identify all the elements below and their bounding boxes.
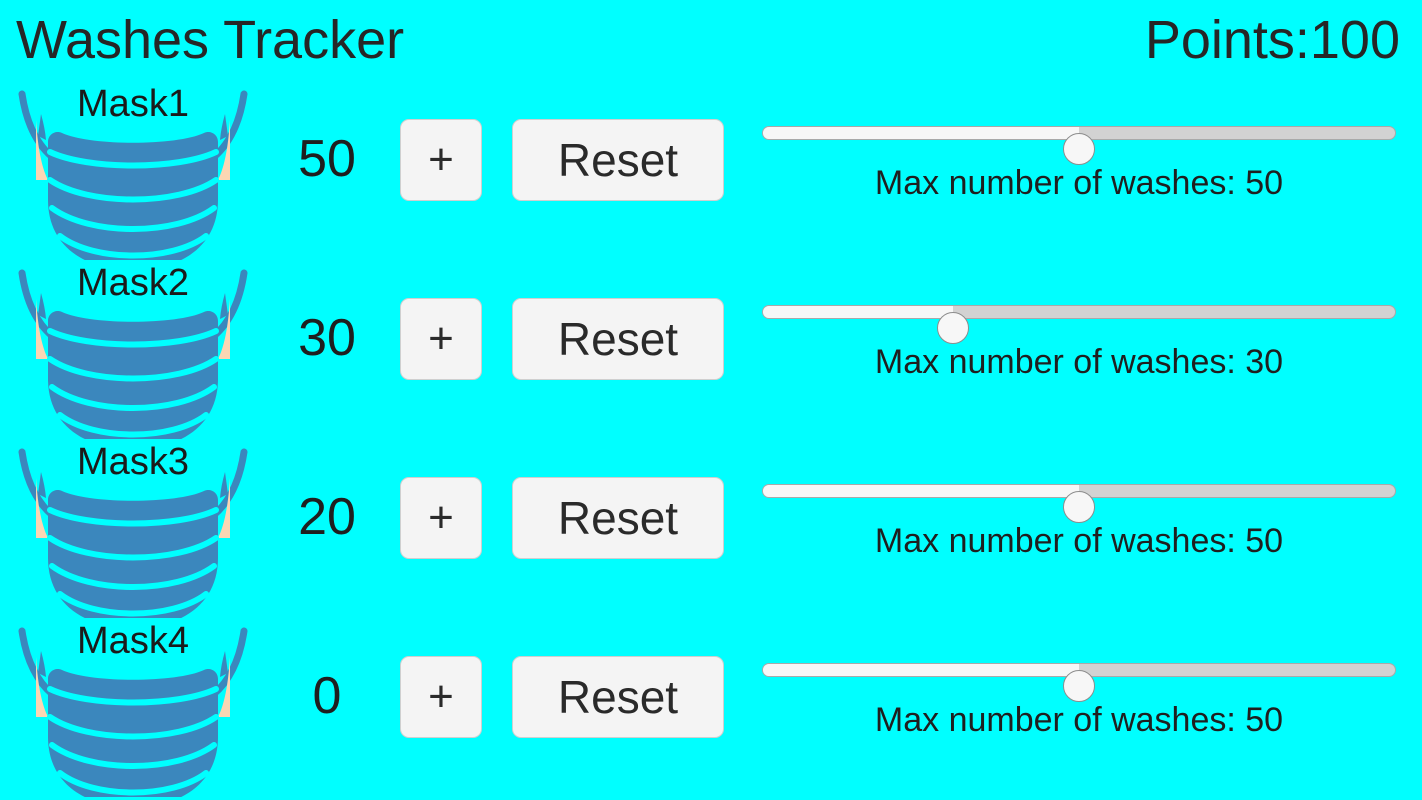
slider-caption: Max number of washes: 50: [874, 164, 1284, 202]
wash-count-value: 30: [298, 309, 356, 367]
max-washes-slider[interactable]: Max number of washes: 50: [762, 114, 1396, 234]
slider-track[interactable]: [762, 305, 1396, 344]
slider-fill: [763, 485, 1079, 497]
increment-button[interactable]: +: [400, 298, 482, 380]
face-mask-icon: [18, 627, 248, 797]
mask-cell: Mask1: [8, 80, 258, 260]
slider-thumb[interactable]: [1063, 491, 1095, 523]
slider-fill: [763, 306, 953, 318]
mask-cell: Mask2: [8, 259, 258, 439]
increment-button[interactable]: +: [400, 656, 482, 738]
slider-caption: Max number of washes: 30: [874, 343, 1284, 381]
mask-row: Mask1 50 + Reset Max number of washes: 5…: [0, 80, 1422, 260]
wash-count-value: 50: [298, 130, 356, 188]
max-washes-slider[interactable]: Max number of washes: 30: [762, 293, 1396, 413]
slider-track[interactable]: [762, 484, 1396, 523]
wash-count-value: 20: [298, 488, 356, 546]
reset-button[interactable]: Reset: [512, 119, 724, 201]
wash-count-value: 0: [312, 667, 342, 725]
mask-row: Mask3 20 + Reset Max number of washes: 5…: [0, 438, 1422, 618]
slider-track[interactable]: [762, 126, 1396, 165]
reset-button[interactable]: Reset: [512, 298, 724, 380]
max-washes-slider[interactable]: Max number of washes: 50: [762, 472, 1396, 592]
mask-cell: Mask3: [8, 438, 258, 618]
increment-button[interactable]: +: [400, 477, 482, 559]
slider-thumb[interactable]: [1063, 670, 1095, 702]
face-mask-icon: [18, 269, 248, 439]
slider-caption: Max number of washes: 50: [874, 522, 1284, 560]
slider-fill: [763, 664, 1079, 676]
reset-button[interactable]: Reset: [512, 656, 724, 738]
points-display: Points:100: [1144, 10, 1400, 70]
app-header: Washes Tracker Points:100: [0, 0, 1422, 80]
page-title: Washes Tracker: [16, 10, 405, 70]
slider-thumb[interactable]: [936, 312, 969, 344]
face-mask-icon: [18, 90, 248, 260]
face-mask-icon: [18, 448, 248, 618]
slider-track[interactable]: [762, 663, 1396, 702]
increment-button[interactable]: +: [400, 119, 482, 201]
slider-thumb[interactable]: [1063, 133, 1095, 165]
mask-row: Mask4 0 + Reset Max number of washes: 50: [0, 617, 1422, 797]
mask-row: Mask2 30 + Reset Max number of washes: 3…: [0, 259, 1422, 439]
reset-button[interactable]: Reset: [512, 477, 724, 559]
slider-caption: Max number of washes: 50: [874, 701, 1284, 739]
mask-cell: Mask4: [8, 617, 258, 797]
max-washes-slider[interactable]: Max number of washes: 50: [762, 651, 1396, 771]
slider-fill: [763, 127, 1079, 139]
